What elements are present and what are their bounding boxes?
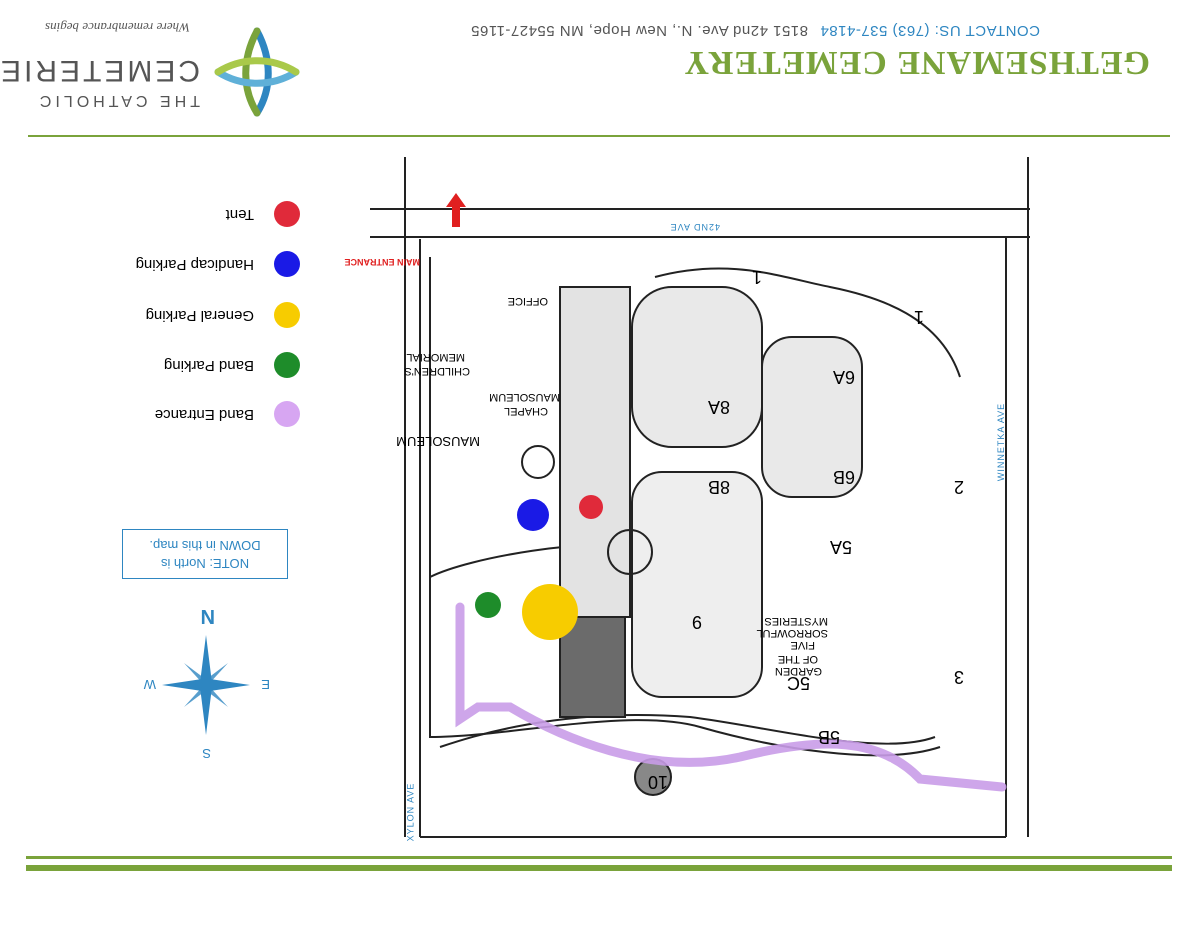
section-2-block (559, 286, 631, 618)
legend-label: Band Entrance (154, 406, 254, 423)
legend-label: Tent (225, 206, 254, 223)
street-42nd: 42ND AVE (669, 222, 720, 232)
section-label-1b: 1 (913, 307, 924, 327)
section-label-2: 2 (953, 477, 964, 497)
legend-swatch (274, 352, 300, 378)
header-rule (28, 135, 1170, 137)
internal-road-2 (439, 714, 936, 748)
north-loop (654, 267, 961, 378)
compass-e: E (261, 677, 270, 692)
section-label-9: 9 (691, 612, 702, 632)
garden-label-5: MYSTERIES (764, 615, 828, 627)
legend-swatch (274, 401, 300, 427)
street-winnetka: WINNETKA AVE (995, 402, 1006, 482)
section-label-5a: 5A (829, 537, 852, 557)
handicap-parking-marker (517, 499, 549, 531)
compass-s: S (202, 746, 211, 761)
band-entrance-route (455, 602, 1007, 792)
section-label-6b: 6B (832, 467, 855, 487)
legend-label: Handicap Parking (135, 256, 254, 273)
general-parking-marker (522, 584, 578, 640)
orientation-note: NOTE: North is DOWN in this map. (122, 529, 288, 579)
compass-w: W (143, 677, 156, 692)
note-line1: NOTE: North is (160, 556, 250, 571)
section-label-10: 10 (647, 772, 668, 792)
tent-marker (579, 495, 603, 519)
legend-label: Band Parking (163, 357, 254, 374)
section-5-block (631, 471, 763, 698)
legend-label: General Parking (145, 307, 254, 324)
childrens-label: CHILDREN'S (404, 365, 470, 377)
brand-line2: CEMETERIES (0, 54, 200, 87)
chapel-label: CHAPEL (503, 405, 548, 417)
main-entrance-label: MAIN ENTRANCE (344, 257, 421, 267)
section-label-8b: 8B (707, 477, 730, 497)
legend: Band Entrance Band Parking General Parki… (80, 197, 300, 427)
legend-swatch (274, 302, 300, 328)
garden-label-4: SORROWFUL (756, 627, 829, 639)
section-label-5c: 5C (786, 673, 810, 693)
legend-swatch (274, 251, 300, 277)
cemetery-title: GETHSEMANE CEMETERY (683, 44, 1150, 81)
band-parking-marker (475, 592, 501, 618)
catholic-cemeteries-logo-icon (214, 27, 300, 117)
legend-swatch (274, 201, 300, 227)
main-entrance-arrow-icon (446, 193, 466, 227)
office-label: OFFICE (507, 295, 548, 307)
garden-label-3: FIVE (790, 639, 815, 651)
chapel-mausoleum-label: MAUSOLEUM (489, 391, 560, 403)
chapel-circle (521, 445, 555, 479)
brand-tagline: Where remembrance begins (45, 20, 190, 35)
section-label-1: 1 (751, 267, 762, 287)
section-3-block (559, 616, 626, 718)
note-line2: DOWN in this map. (149, 538, 261, 553)
section-6a-block (631, 286, 763, 448)
contact-text: CONTACT US: (763) 537-4184 (819, 22, 1040, 39)
section-label-5b: 5B (817, 727, 840, 747)
mausoleum-label: MAUSOLEUM (396, 434, 480, 449)
memorial-label: MEMORIAL (406, 351, 465, 363)
brand-line1: THE CATHOLIC (35, 92, 200, 109)
section-label-6a: 6A (832, 367, 855, 387)
roundabout (607, 529, 653, 575)
compass-n: N (200, 605, 215, 627)
cemetery-map (370, 157, 1030, 838)
internal-road (429, 257, 941, 757)
section-8a-block (761, 336, 863, 498)
address-text: 8151 42nd Ave. N., New Hope, MN 55427-11… (470, 22, 808, 39)
compass-rose-icon (162, 635, 250, 735)
garden-label-2: OF THE (777, 653, 818, 665)
section-label-3: 3 (953, 667, 964, 687)
street-xylon: XYLON AVE (405, 782, 416, 842)
section-label-8a: 8A (707, 397, 730, 417)
